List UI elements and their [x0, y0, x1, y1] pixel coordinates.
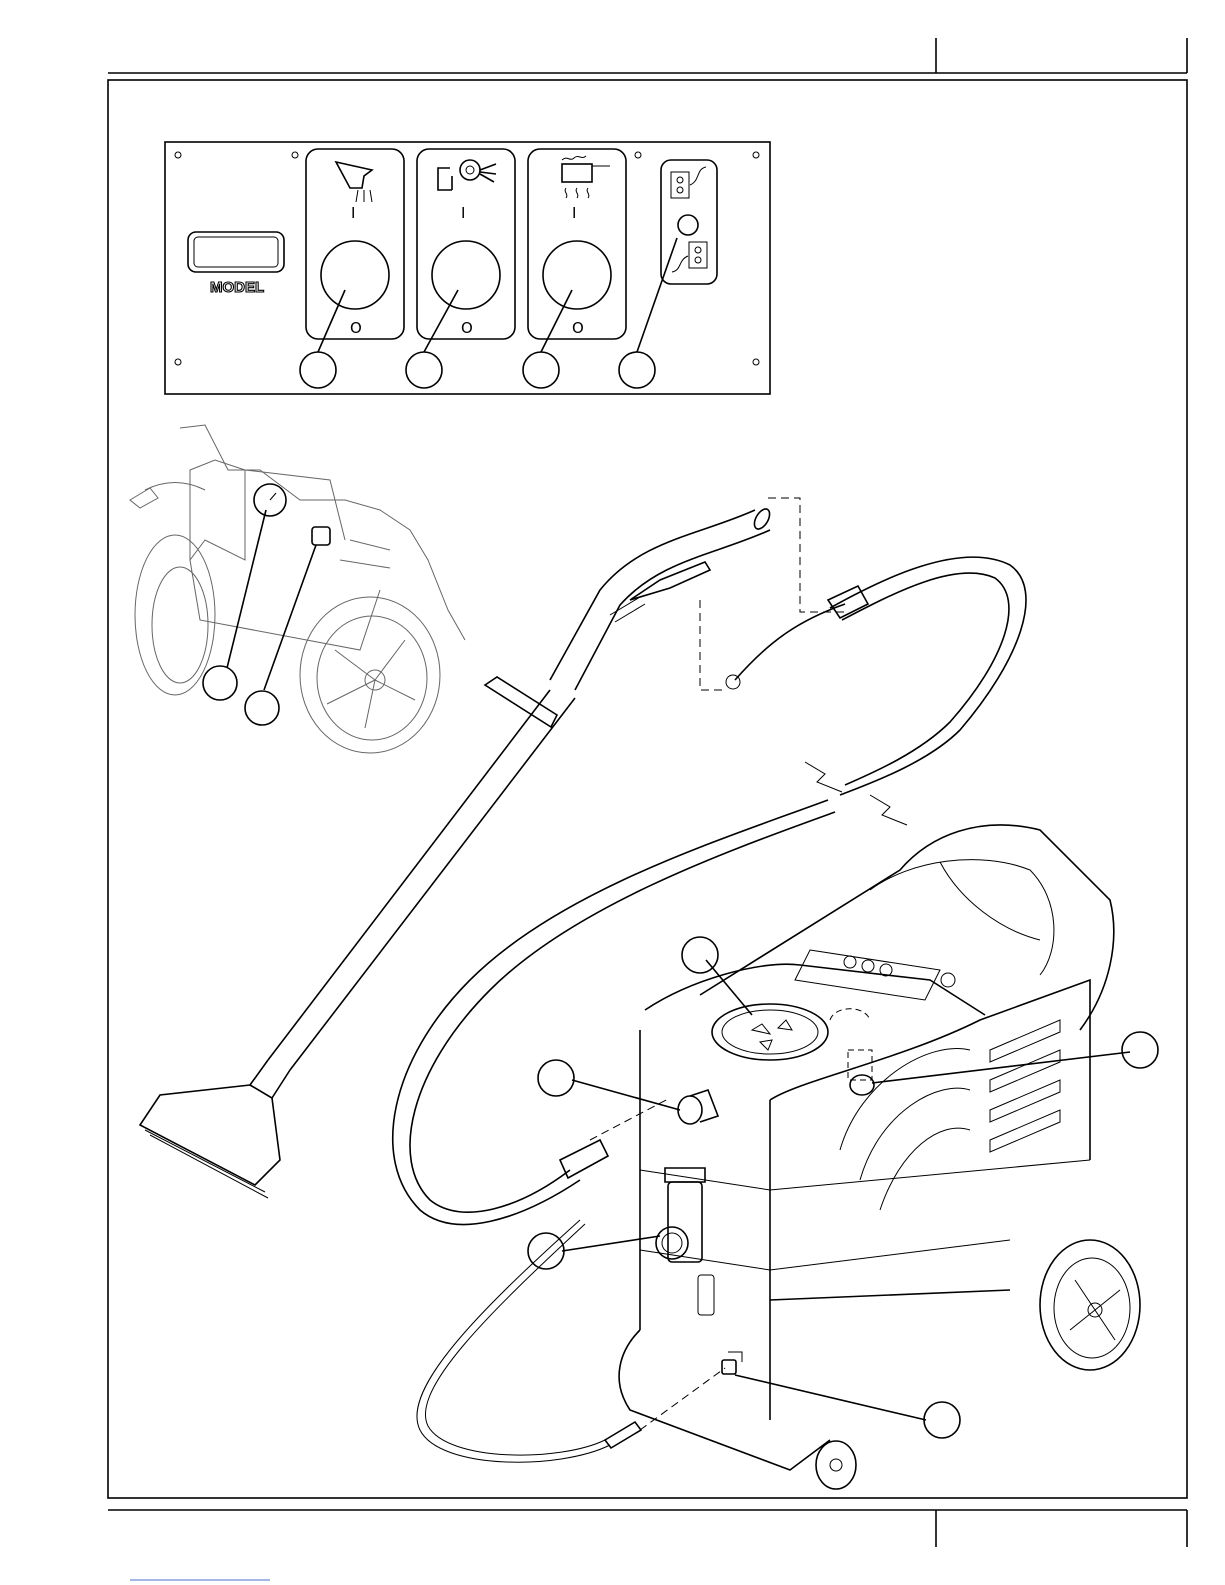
- machine-callout-3: [1122, 1032, 1158, 1068]
- pump-off-symbol: O: [461, 319, 473, 337]
- pressure-knob: [312, 527, 330, 545]
- panel-callout-1: [300, 352, 336, 388]
- heater-off-symbol: O: [572, 319, 584, 337]
- pump-on-symbol: I: [461, 204, 465, 222]
- pump-motor-icon: [438, 160, 496, 190]
- page-footer-rule: [108, 1510, 1187, 1547]
- heater-icon: [562, 156, 610, 198]
- panel-callouts: [300, 238, 677, 388]
- vacuum-hose: [393, 557, 1026, 1224]
- outlet-indicator-light: [678, 215, 698, 235]
- figure-frame: [108, 80, 1187, 1498]
- extractor-machine: [619, 825, 1140, 1489]
- machine-caster-wheel: [816, 1441, 856, 1489]
- model-label: MODEL: [210, 279, 264, 296]
- panel-callout-2: [406, 352, 442, 388]
- control-panel: MODEL I O I O: [165, 142, 770, 394]
- machine-callouts: [528, 937, 1158, 1438]
- page-header-rule: [108, 38, 1187, 73]
- tank-lid: [712, 1004, 828, 1060]
- panel-callout-4: [619, 352, 655, 388]
- wand-spray-icon: [336, 162, 372, 202]
- wand-floor-tool: [140, 1085, 280, 1185]
- machine-rear-detail: [130, 425, 465, 753]
- cleaning-wand: [140, 506, 773, 1198]
- float-shutoff: [830, 1009, 874, 1095]
- solution-hose: [417, 604, 845, 1462]
- wand-rocker[interactable]: [321, 241, 389, 309]
- wand-clip: [485, 677, 557, 727]
- gauge-callout-1: [203, 666, 237, 700]
- wand-on-symbol: I: [351, 204, 355, 222]
- power-outlets-icon: [661, 160, 717, 284]
- heater-on-symbol: I: [572, 204, 576, 222]
- heater-switch[interactable]: I O: [528, 149, 626, 339]
- machine-rear-wheel: [1040, 1240, 1140, 1370]
- solution-quick-connect: [722, 1352, 742, 1374]
- wand-off-symbol: O: [350, 319, 362, 337]
- vacuum-inlet: [678, 1090, 718, 1124]
- connection-dashes: [590, 498, 845, 1430]
- machine-callout-5: [924, 1402, 960, 1438]
- machine-control-panel: [795, 950, 955, 1000]
- heater-rocker[interactable]: [543, 241, 611, 309]
- gauge-callout-2: [245, 691, 279, 725]
- model-plate: MODEL: [188, 232, 284, 296]
- panel-callout-3: [523, 352, 559, 388]
- side-vent-grille: [840, 1020, 1060, 1210]
- machine-callout-1: [682, 937, 718, 973]
- pump-rocker[interactable]: [432, 241, 500, 309]
- wand-switch[interactable]: I O: [306, 149, 404, 339]
- drain-valve: [656, 1168, 714, 1315]
- machine-callout-2: [538, 1060, 574, 1096]
- pump-switch[interactable]: I O: [417, 149, 515, 339]
